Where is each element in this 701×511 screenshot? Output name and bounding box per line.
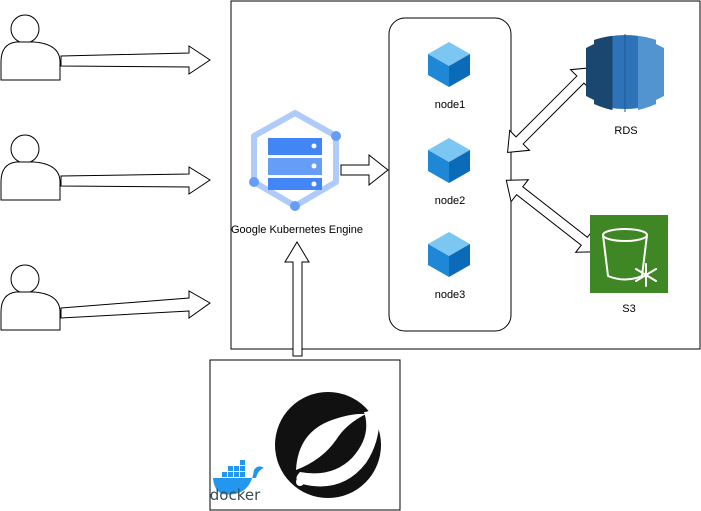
user-to-cluster-arrow bbox=[60, 45, 211, 75]
gke-to-nodes-arrow bbox=[340, 153, 389, 187]
user-icon bbox=[0, 264, 61, 331]
user-icon bbox=[0, 134, 61, 201]
rds-label: RDS bbox=[614, 125, 637, 137]
gke-label: Google Kubernetes Engine bbox=[231, 224, 363, 236]
node3-label: node3 bbox=[435, 289, 466, 301]
spring-logo-icon bbox=[275, 392, 381, 498]
user-to-cluster-arrow bbox=[60, 166, 211, 195]
build-to-gke-arrow bbox=[284, 241, 310, 357]
user-to-cluster-arrow bbox=[60, 290, 211, 319]
cube-icon bbox=[428, 138, 470, 183]
docker-logo-icon bbox=[213, 460, 264, 495]
docker-wordmark: docker bbox=[210, 486, 261, 504]
s3-label: S3 bbox=[622, 303, 635, 315]
cube-icon bbox=[428, 42, 470, 87]
user-icon bbox=[0, 14, 61, 81]
node2-label: node2 bbox=[435, 195, 466, 207]
google-kubernetes-engine-icon bbox=[249, 110, 341, 211]
aws-s3-glacier-icon bbox=[590, 215, 668, 293]
aws-rds-icon bbox=[586, 34, 664, 112]
node1-label: node1 bbox=[435, 99, 466, 111]
cube-icon bbox=[428, 232, 470, 277]
